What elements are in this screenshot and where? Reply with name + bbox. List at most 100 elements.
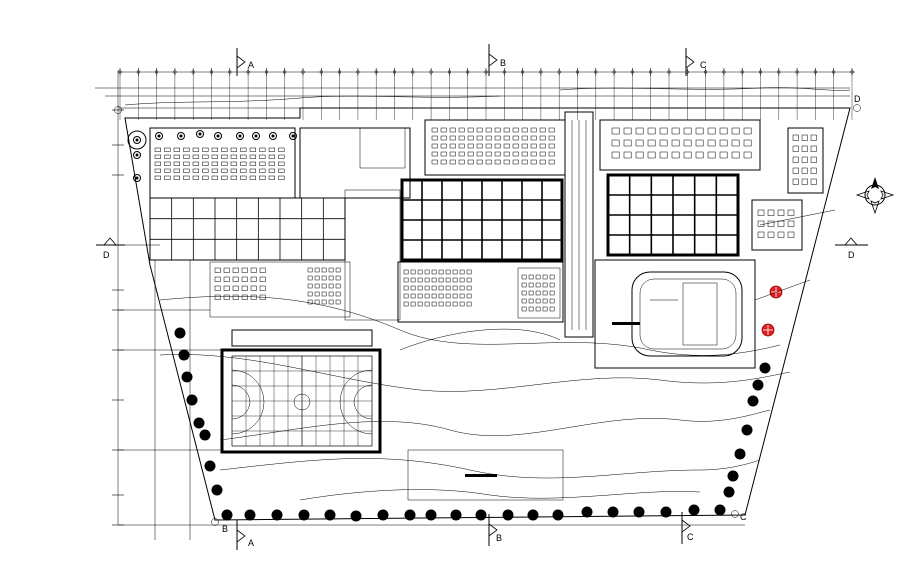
desk-symbol xyxy=(240,168,247,173)
desk-symbol xyxy=(445,285,451,291)
grid-bubble xyxy=(283,70,287,74)
desk-symbol xyxy=(707,151,716,159)
grid-bubble xyxy=(667,70,671,74)
desk-symbol xyxy=(467,159,474,165)
desk-symbol xyxy=(410,269,416,275)
desk-symbol xyxy=(417,269,423,275)
desk-symbol xyxy=(485,151,492,157)
court-roof-grid xyxy=(231,355,373,447)
desk-symbol xyxy=(485,159,492,165)
desk-symbol xyxy=(530,159,537,165)
tree-symbol-icon xyxy=(734,448,746,460)
desk-symbol xyxy=(535,282,541,288)
desk-symbol xyxy=(512,159,519,165)
tree-symbol-icon xyxy=(214,132,222,140)
desk-symbol xyxy=(403,269,409,275)
desk-symbol xyxy=(611,151,620,159)
tree-symbol-icon xyxy=(186,394,198,406)
tree-symbol-icon xyxy=(133,174,141,182)
desk-symbol xyxy=(503,143,510,149)
desk-symbol xyxy=(440,143,447,149)
desk-symbol xyxy=(438,293,444,299)
desk-symbol xyxy=(173,147,180,152)
tree-symbol-icon xyxy=(196,130,204,138)
tree-symbol-icon xyxy=(425,509,437,521)
desk-symbol xyxy=(467,143,474,149)
desk-symbol xyxy=(223,276,230,282)
desk-symbol xyxy=(792,134,799,141)
desk-symbol xyxy=(659,127,668,135)
desk-symbol xyxy=(549,274,555,280)
desk-symbol xyxy=(240,154,247,159)
desk-symbol xyxy=(743,139,752,147)
desk-symbol xyxy=(767,220,775,227)
desk-symbol xyxy=(801,145,808,152)
section-marker-right-d: D xyxy=(835,237,868,260)
desk-symbol xyxy=(535,306,541,312)
desk-symbol xyxy=(417,277,423,283)
grid-bubble xyxy=(850,70,854,74)
grid-bubble xyxy=(466,70,470,74)
tree-symbol-icon xyxy=(179,134,183,138)
desk-symbol xyxy=(328,267,334,273)
desk-symbol xyxy=(810,134,817,141)
desk-symbol xyxy=(314,291,320,297)
grid-bubble xyxy=(374,70,378,74)
desk-symbol xyxy=(240,175,247,180)
desk-symbol xyxy=(335,299,341,305)
terrain-contours xyxy=(124,87,851,501)
desk-symbol xyxy=(241,276,248,282)
desk-symbol xyxy=(230,161,237,166)
tree-symbol-icon xyxy=(759,362,771,374)
desk-symbol xyxy=(192,175,199,180)
tree-symbol-icon xyxy=(135,138,139,142)
desk-symbol xyxy=(503,151,510,157)
desk-symbol xyxy=(810,156,817,163)
tree-symbol-icon xyxy=(238,134,242,138)
desk-symbol xyxy=(494,135,501,141)
tree-symbol-icon xyxy=(377,509,389,521)
desk-symbol xyxy=(173,161,180,166)
desk-symbol xyxy=(278,175,285,180)
section-marker-bottom-a: A xyxy=(236,520,254,550)
grid-bubble xyxy=(832,70,836,74)
desk-symbol xyxy=(314,299,320,305)
desk-symbol xyxy=(183,175,190,180)
desk-symbol xyxy=(449,127,456,133)
desk-symbol xyxy=(731,139,740,147)
desk-symbol xyxy=(403,293,409,299)
desk-symbol xyxy=(307,267,313,273)
desk-symbol xyxy=(503,135,510,141)
desk-symbol xyxy=(173,154,180,159)
desk-symbol xyxy=(278,168,285,173)
desk-symbol xyxy=(528,306,534,312)
desk-symbol xyxy=(431,135,438,141)
desk-symbol xyxy=(476,159,483,165)
tree-symbol-icon xyxy=(741,424,753,436)
sports-court xyxy=(220,329,382,454)
desk-symbol xyxy=(202,154,209,159)
desk-symbol xyxy=(647,151,656,159)
desk-symbol xyxy=(683,127,692,135)
desk-symbol xyxy=(417,301,423,307)
desk-symbol xyxy=(449,151,456,157)
desk-symbol xyxy=(671,127,680,135)
section-marker-top-a: A xyxy=(236,48,254,76)
desk-symbol xyxy=(440,127,447,133)
desk-symbol xyxy=(214,285,221,291)
desk-symbol xyxy=(410,293,416,299)
desk-symbol xyxy=(542,290,548,296)
grid-bubble xyxy=(502,70,506,74)
desk-symbol xyxy=(232,294,239,300)
grid-bubble xyxy=(447,70,452,74)
desk-symbol xyxy=(335,283,341,289)
desk-symbol xyxy=(410,285,416,291)
desk-symbol xyxy=(440,159,447,165)
desk-symbol xyxy=(623,151,632,159)
desk-symbol xyxy=(792,178,799,185)
grid-bubble xyxy=(319,70,323,74)
desk-symbol xyxy=(431,293,437,299)
desk-symbol xyxy=(767,231,775,238)
desk-symbol xyxy=(458,135,465,141)
desk-symbol xyxy=(485,127,492,133)
